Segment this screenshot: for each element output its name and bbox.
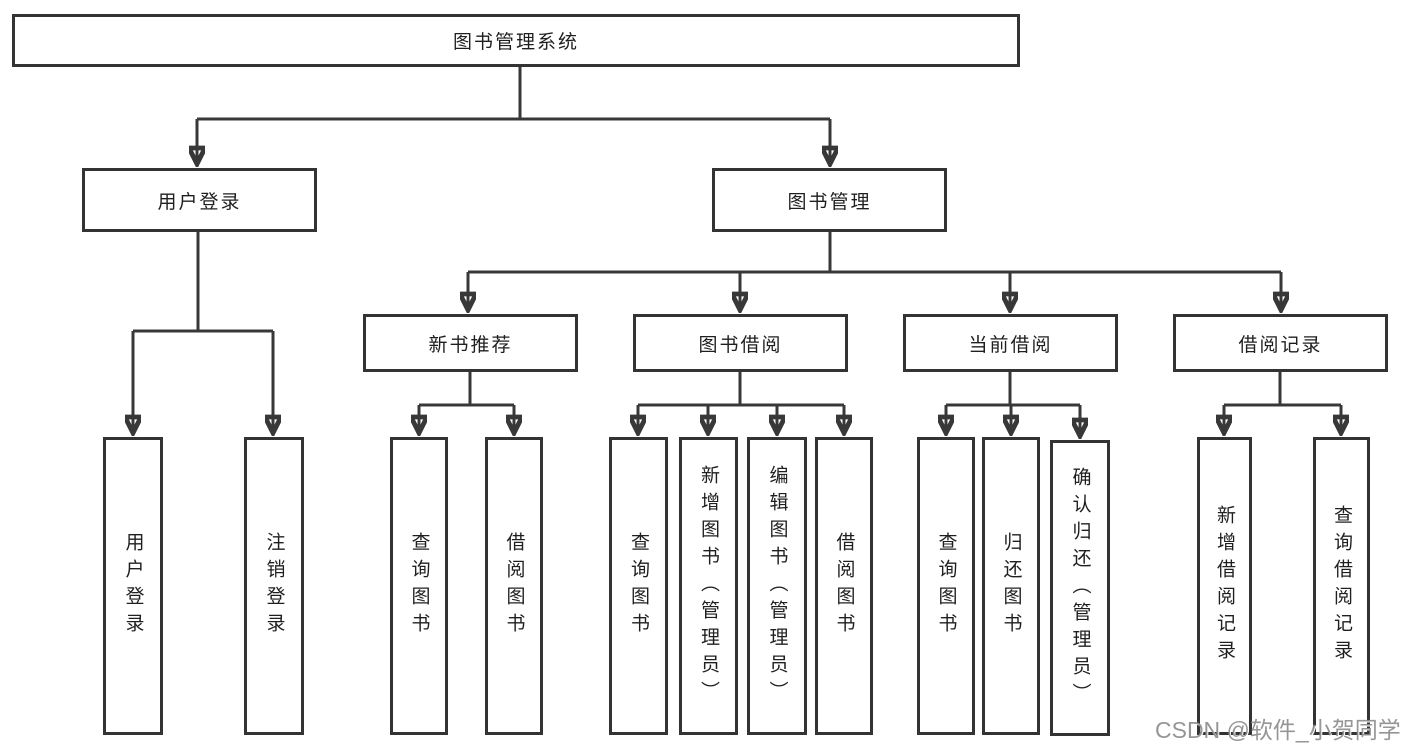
node-label: 当前借阅 <box>968 334 1053 356</box>
node-label: 新增图书（管理员） <box>698 464 719 708</box>
node-leaf-borrow-books-bb: 借阅图书 <box>815 437 873 735</box>
node-leaf-user-login: 用户登录 <box>103 437 163 735</box>
node-label: 查询图书 <box>628 532 649 640</box>
node-leaf-query-books-bb: 查询图书 <box>609 437 668 735</box>
node-label: 查询借阅记录 <box>1331 505 1352 667</box>
node-label: 用户登录 <box>157 191 242 213</box>
node-library-management-system: 图书管理系统 <box>12 14 1020 67</box>
node-label: 新增借阅记录 <box>1214 505 1235 667</box>
node-label: 图书管理 <box>787 191 872 213</box>
node-leaf-query-borrow-record: 查询借阅记录 <box>1313 437 1370 735</box>
node-label: 借阅记录 <box>1238 334 1323 356</box>
node-leaf-query-books-cb: 查询图书 <box>917 437 975 735</box>
node-label: 注销登录 <box>263 532 285 640</box>
node-book-management: 图书管理 <box>712 168 947 232</box>
node-label: 借阅图书 <box>833 532 855 640</box>
node-label: 查询图书 <box>935 532 957 640</box>
node-leaf-logout: 注销登录 <box>244 437 304 735</box>
node-leaf-return-books: 归还图书 <box>982 437 1040 735</box>
node-label: 用户登录 <box>122 532 144 640</box>
node-new-book-recommendation: 新书推荐 <box>363 314 578 372</box>
node-leaf-add-books-admin: 新增图书（管理员） <box>679 437 738 735</box>
node-label: 确认归还（管理员） <box>1069 466 1091 710</box>
node-book-borrowing: 图书借阅 <box>633 314 848 372</box>
node-current-borrowing: 当前借阅 <box>903 314 1118 372</box>
node-leaf-borrow-books-nbr: 借阅图书 <box>485 437 543 735</box>
node-user-login: 用户登录 <box>82 168 317 232</box>
node-leaf-add-borrow-record: 新增借阅记录 <box>1197 437 1252 735</box>
node-label: 编辑图书（管理员） <box>766 464 788 708</box>
node-leaf-query-books-nbr: 查询图书 <box>390 437 448 735</box>
node-label: 新书推荐 <box>428 334 513 356</box>
node-label: 查询图书 <box>408 532 430 640</box>
csdn-watermark: CSDN @软件_小贺同学 <box>1155 717 1401 743</box>
node-label: 借阅图书 <box>503 532 525 640</box>
node-label: 图书管理系统 <box>452 32 579 53</box>
node-label: 归还图书 <box>1000 532 1022 640</box>
node-label: 图书借阅 <box>698 334 783 356</box>
node-leaf-confirm-return-admin: 确认归还（管理员） <box>1050 440 1110 736</box>
node-borrowing-records: 借阅记录 <box>1173 314 1388 372</box>
node-leaf-edit-books-admin: 编辑图书（管理员） <box>747 437 807 735</box>
